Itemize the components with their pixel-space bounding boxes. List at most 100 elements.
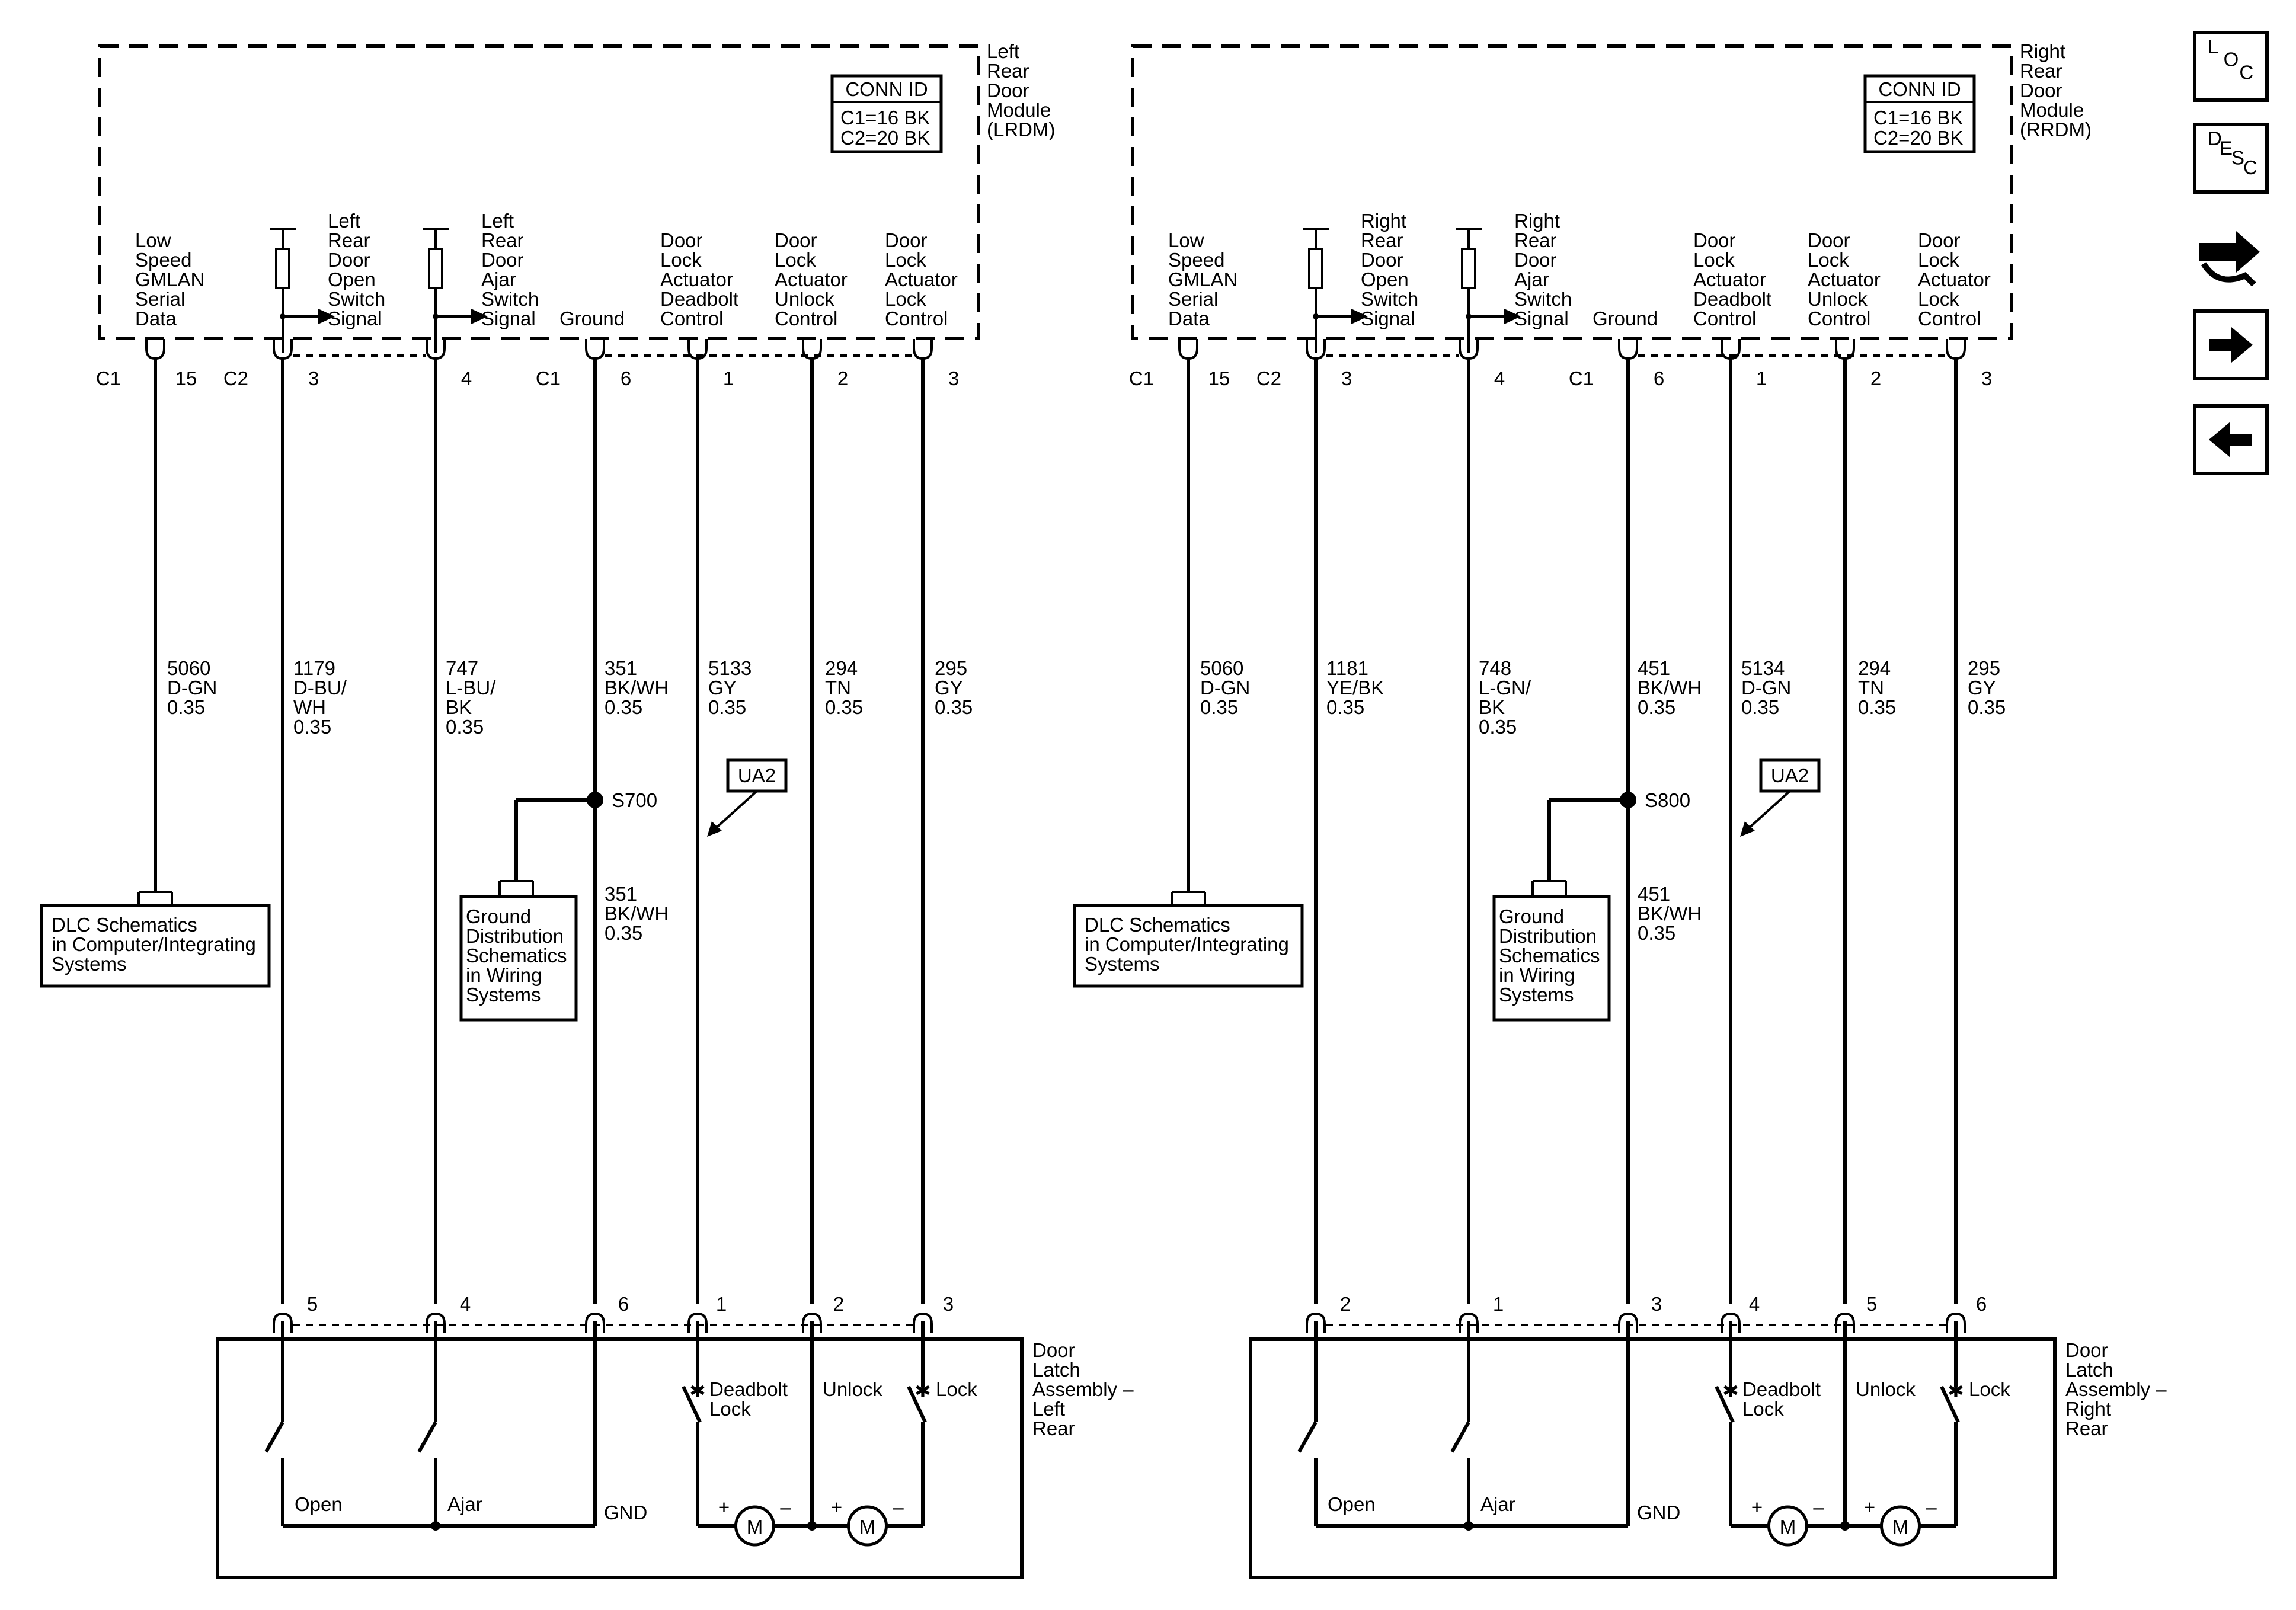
door-latch-assembly bbox=[216, 1337, 1024, 1579]
motor-minus: – bbox=[1813, 1496, 1824, 1518]
door-lock-motor: M+– bbox=[1845, 1496, 1956, 1547]
module-connector-terminal bbox=[1178, 339, 1198, 360]
wire-spec: BK/WH bbox=[1638, 677, 1702, 699]
wire-spec: 295 bbox=[1968, 657, 2000, 679]
pin-number: 6 bbox=[621, 367, 631, 389]
pin-function-label: Data bbox=[1168, 308, 1210, 329]
ground-distribution-label: in Wiring bbox=[1499, 964, 1575, 986]
connector-id: C1 bbox=[1569, 367, 1594, 389]
pin-function-label: Serial bbox=[1168, 288, 1218, 310]
wire-spec: 5060 bbox=[1200, 657, 1243, 679]
pin-function-label: Ground bbox=[1593, 308, 1658, 329]
wire-spec: D-GN bbox=[1200, 677, 1250, 699]
door-latch-assembly bbox=[1249, 1337, 2057, 1579]
ground-distribution-label: Systems bbox=[466, 984, 541, 1006]
open-switch bbox=[264, 1321, 284, 1526]
conn-id-title: CONN ID bbox=[845, 78, 928, 100]
dlc-schematics-box bbox=[1073, 904, 1304, 988]
switch-contact bbox=[1297, 1421, 1318, 1453]
icon-letter: D bbox=[2208, 127, 2222, 149]
deadbolt-label: Deadbolt bbox=[709, 1378, 788, 1400]
pin-function-label: Door bbox=[1693, 229, 1736, 251]
pin-function-label: Right bbox=[1361, 210, 1406, 232]
wire-spec: D-GN bbox=[1741, 677, 1791, 699]
unlock-label: Unlock bbox=[1856, 1378, 1916, 1400]
ua2-callout-arrow bbox=[1740, 821, 1755, 837]
icon-letter: C bbox=[2239, 61, 2253, 83]
icon-frame bbox=[2193, 123, 2269, 194]
door-lock-motor: M+– bbox=[1731, 1496, 1845, 1547]
wire-spec: BK bbox=[1479, 696, 1505, 718]
switch-contact bbox=[1940, 1385, 1960, 1423]
ajar-switch-label: Ajar bbox=[447, 1493, 482, 1515]
ajar-switch-label: Ajar bbox=[1480, 1493, 1515, 1515]
junction-dot bbox=[433, 313, 439, 319]
latch-connector-terminal bbox=[1306, 1312, 1326, 1333]
wire-spec: 5133 bbox=[708, 657, 752, 679]
ua2-callout-label: UA2 bbox=[1771, 764, 1809, 786]
ground-distribution-label: Schematics bbox=[1499, 945, 1600, 966]
pin-number: 2 bbox=[1870, 367, 1881, 389]
latch-connector-terminal bbox=[1618, 1312, 1638, 1333]
door-latch-title: Door bbox=[2065, 1339, 2108, 1361]
pin-function-label: Signal bbox=[1514, 308, 1569, 329]
latch-connector-terminal bbox=[426, 1312, 446, 1333]
forward-arrow-icon[interactable] bbox=[2193, 309, 2269, 380]
pin-function-label: Ajar bbox=[481, 268, 516, 290]
wire-spec: GY bbox=[935, 677, 963, 699]
switch-contact bbox=[682, 1385, 702, 1423]
deadbolt-label: Deadbolt bbox=[1742, 1378, 1821, 1400]
junction-dot bbox=[1313, 313, 1319, 319]
dlc-schematics-box bbox=[40, 904, 271, 988]
pin-number: 3 bbox=[948, 367, 959, 389]
ground-distribution-label: Distribution bbox=[1499, 925, 1597, 947]
signal-arrow-icon bbox=[1351, 309, 1368, 324]
motor-icon bbox=[734, 1505, 775, 1547]
ground-distribution-label: Ground bbox=[466, 905, 531, 927]
deadbolt-switch: ✱ bbox=[1715, 1321, 1739, 1526]
module-connector-terminal bbox=[913, 339, 933, 360]
module-connector-terminal bbox=[145, 339, 165, 360]
wire-spec: 294 bbox=[825, 657, 858, 679]
pin-function-label: Actuator bbox=[775, 268, 848, 290]
wire-spec: 295 bbox=[935, 657, 967, 679]
icon-frame bbox=[2193, 31, 2269, 102]
motor-icon bbox=[1767, 1505, 1808, 1547]
pin-function-label: Speed bbox=[1168, 249, 1224, 271]
conn-id-c1: C1=16 BK bbox=[840, 107, 930, 129]
ground-distribution-label: in Wiring bbox=[466, 964, 542, 986]
pin-function-label: Unlock bbox=[775, 288, 834, 310]
far-pin-number: 5 bbox=[1866, 1293, 1877, 1315]
dlc-schematics-label: in Computer/Integrating bbox=[1085, 933, 1289, 955]
pin-function-label: Ajar bbox=[1514, 268, 1549, 290]
motor-plus: + bbox=[831, 1496, 842, 1518]
motor-symbol: M bbox=[1892, 1516, 1909, 1538]
pin-function-label: GMLAN bbox=[1168, 268, 1237, 290]
far-pin-number: 3 bbox=[1651, 1293, 1662, 1315]
far-pin-number: 4 bbox=[1749, 1293, 1760, 1315]
module-name-line: Rear bbox=[987, 60, 1029, 82]
pin-function-label: Control bbox=[885, 308, 948, 329]
wire-spec: GY bbox=[1968, 677, 1996, 699]
splice-label: S800 bbox=[1645, 789, 1690, 811]
motor-icon bbox=[1880, 1505, 1921, 1547]
wire-spec: 351 bbox=[605, 657, 637, 679]
wire-spec: YE/BK bbox=[1326, 677, 1384, 699]
connector-link-icon[interactable] bbox=[2199, 231, 2260, 287]
wire-spec: 451 bbox=[1638, 657, 1670, 679]
pin-function-label: Lock bbox=[1918, 249, 1959, 271]
pin-function-label: Signal bbox=[328, 308, 382, 329]
wire-spec: 0.35 bbox=[1858, 696, 1896, 718]
far-pin-number: 4 bbox=[460, 1293, 471, 1315]
pin-function-label: Lock bbox=[885, 249, 926, 271]
pin-function-label: GMLAN bbox=[135, 268, 204, 290]
loc-icon[interactable]: LOC bbox=[2193, 31, 2269, 102]
conn-id-title: CONN ID bbox=[1878, 78, 1961, 100]
pin-number: 3 bbox=[1341, 367, 1352, 389]
motor-symbol: M bbox=[1780, 1516, 1796, 1538]
door-latch-title: Latch bbox=[1032, 1359, 1080, 1381]
back-arrow-icon[interactable] bbox=[2193, 404, 2269, 475]
ground-distribution-label: Distribution bbox=[466, 925, 564, 947]
